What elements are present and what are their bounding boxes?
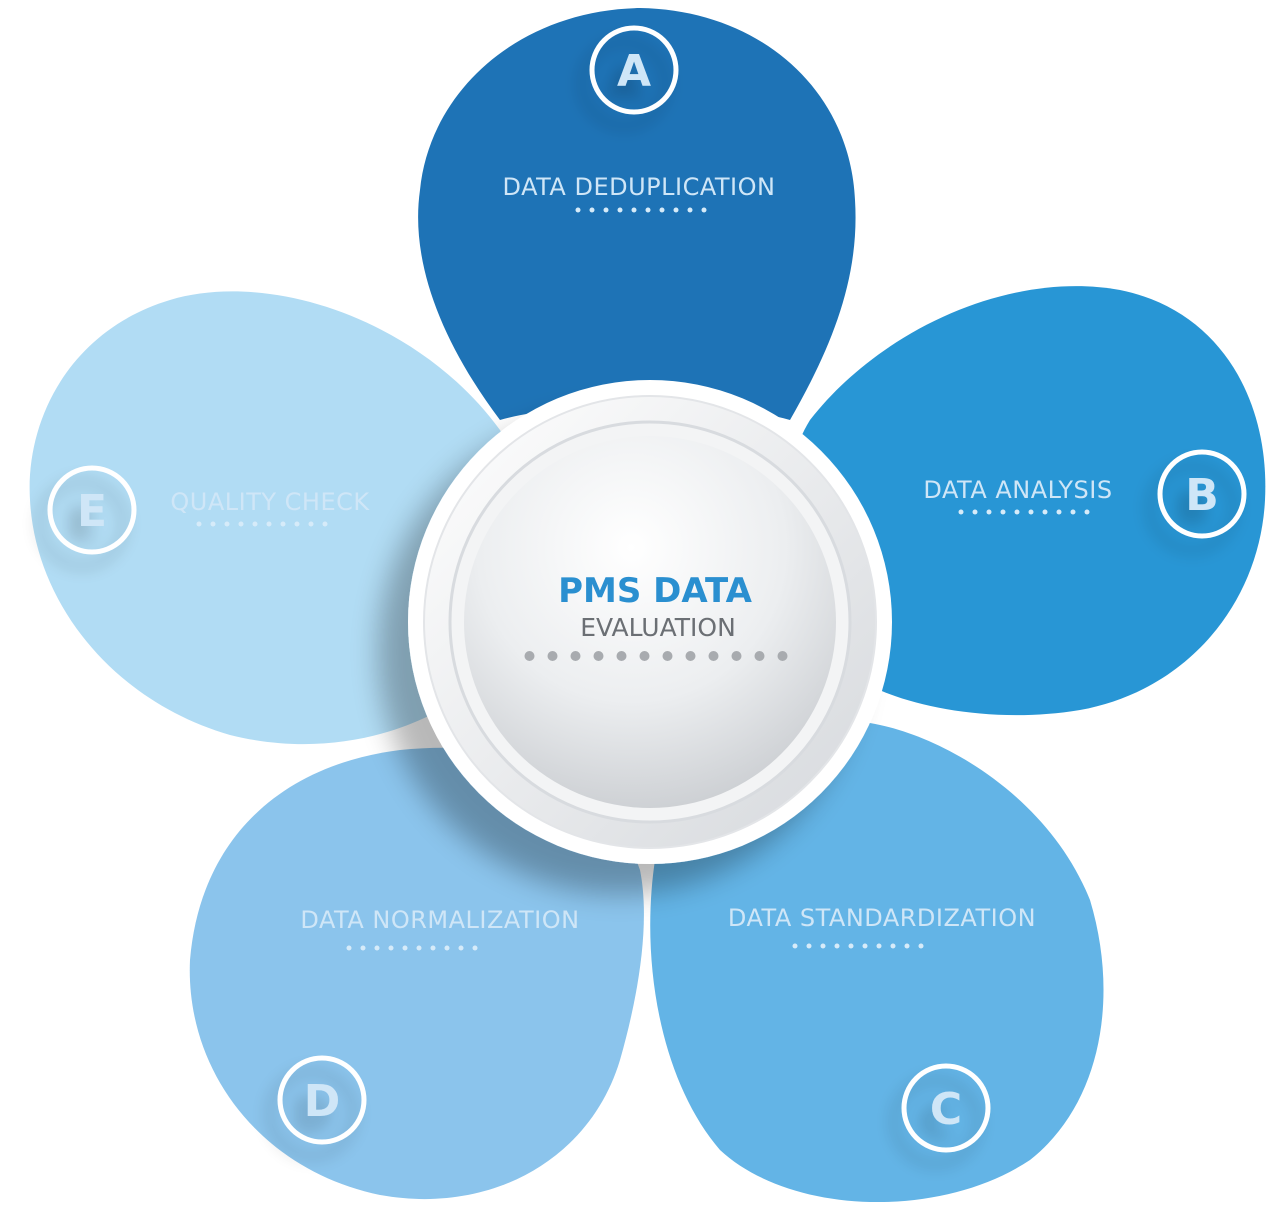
separator-dot — [374, 945, 380, 951]
separator-dot — [834, 943, 840, 949]
separator-dot — [616, 651, 627, 661]
petal-e-label: QUALITY CHECK — [170, 488, 370, 516]
separator-dot — [430, 945, 436, 951]
separator-dot — [294, 521, 300, 527]
petal-c-label: DATA STANDARDIZATION — [728, 904, 1036, 932]
separator-dot — [402, 945, 408, 951]
separator-dot — [472, 945, 478, 951]
petal-b-label: DATA ANALYSIS — [923, 476, 1112, 504]
petal-c: DATA STANDARDIZATION C — [650, 720, 1104, 1203]
separator-dot — [617, 207, 623, 213]
petal-a-badge: A — [589, 25, 679, 115]
petal-c-shape — [650, 720, 1104, 1203]
separator-dot — [1014, 509, 1020, 515]
petal-c-dots — [792, 943, 924, 949]
petal-d-dots — [346, 945, 478, 951]
petal-e-shape — [29, 291, 522, 745]
separator-dot — [792, 943, 798, 949]
petal-e-dots — [196, 521, 328, 527]
separator-dot — [876, 943, 882, 949]
center-title: PMS DATA — [558, 571, 753, 611]
separator-dot — [570, 651, 581, 661]
separator-dot — [918, 943, 924, 949]
separator-dot — [266, 521, 272, 527]
separator-dot — [524, 651, 535, 661]
separator-dot — [252, 521, 258, 527]
separator-dot — [820, 943, 826, 949]
petal-d-letter: D — [304, 1076, 341, 1127]
separator-dot — [639, 651, 650, 661]
petal-e-badge: E — [47, 465, 137, 555]
separator-dot — [687, 207, 693, 213]
center-dots — [524, 651, 788, 661]
separator-dot — [890, 943, 896, 949]
separator-dot — [444, 945, 450, 951]
separator-dot — [224, 521, 230, 527]
separator-dot — [662, 651, 673, 661]
separator-dot — [346, 945, 352, 951]
separator-dot — [322, 521, 328, 527]
petal-a-shape — [418, 8, 856, 420]
separator-dot — [547, 651, 558, 661]
separator-dot — [972, 509, 978, 515]
petal-b-letter: B — [1185, 470, 1219, 521]
separator-dot — [458, 945, 464, 951]
separator-dot — [731, 651, 742, 661]
separator-dot — [360, 945, 366, 951]
petal-d-label: DATA NORMALIZATION — [300, 906, 579, 934]
separator-dot — [196, 521, 202, 527]
petal-c-letter: C — [930, 1084, 962, 1135]
separator-dot — [593, 651, 604, 661]
separator-dot — [308, 521, 314, 527]
petal-b-shape — [787, 286, 1266, 716]
separator-dot — [673, 207, 679, 213]
separator-dot — [210, 521, 216, 527]
separator-dot — [603, 207, 609, 213]
separator-dot — [777, 651, 788, 661]
separator-dot — [1028, 509, 1034, 515]
petal-e-letter: E — [77, 486, 107, 537]
petal-b: DATA ANALYSIS B — [787, 286, 1266, 716]
separator-dot — [631, 207, 637, 213]
separator-dot — [986, 509, 992, 515]
petal-d: DATA NORMALIZATION D — [189, 747, 644, 1200]
separator-dot — [589, 207, 595, 213]
separator-dot — [1070, 509, 1076, 515]
separator-dot — [1056, 509, 1062, 515]
petal-c-badge: C — [901, 1063, 991, 1153]
center-subtitle: EVALUATION — [580, 613, 736, 642]
center-hub-face — [464, 436, 836, 808]
petal-a-label: DATA DEDUPLICATION — [503, 173, 776, 201]
separator-dot — [701, 207, 707, 213]
separator-dot — [575, 207, 581, 213]
separator-dot — [280, 521, 286, 527]
separator-dot — [238, 521, 244, 527]
petal-b-dots — [958, 509, 1090, 515]
separator-dot — [754, 651, 765, 661]
separator-dot — [1000, 509, 1006, 515]
petal-b-badge: B — [1157, 449, 1247, 539]
separator-dot — [848, 943, 854, 949]
separator-dot — [685, 651, 696, 661]
separator-dot — [1084, 509, 1090, 515]
petal-d-badge: D — [277, 1055, 367, 1145]
petal-d-shape — [189, 747, 644, 1200]
petal-a: DATA DEDUPLICATION A — [418, 8, 856, 420]
separator-dot — [862, 943, 868, 949]
separator-dot — [388, 945, 394, 951]
separator-dot — [904, 943, 910, 949]
separator-dot — [659, 207, 665, 213]
separator-dot — [958, 509, 964, 515]
separator-dot — [416, 945, 422, 951]
petal-a-letter: A — [617, 46, 651, 97]
center-hub: PMS DATA EVALUATION — [408, 380, 892, 864]
petal-e: QUALITY CHECK E — [29, 291, 522, 745]
separator-dot — [708, 651, 719, 661]
separator-dot — [806, 943, 812, 949]
separator-dot — [645, 207, 651, 213]
petal-a-dots — [575, 207, 707, 213]
separator-dot — [1042, 509, 1048, 515]
